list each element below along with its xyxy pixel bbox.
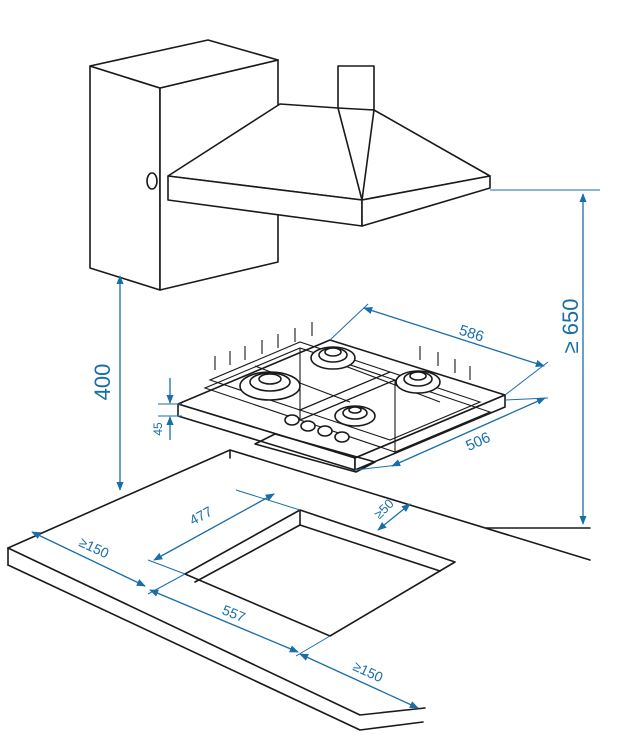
knob-1 [284,414,300,426]
knob-2 [300,420,316,432]
countertop [7,449,591,731]
burner-right [395,370,441,394]
label-cutout-depth: 477 [187,503,215,528]
label-clearance: 400 [90,364,115,401]
countertop-front-edge [7,547,426,716]
dim-line-cutout-width [149,589,299,653]
countertop-bottom-edge [7,564,424,731]
dim-line-hob-width [391,397,546,467]
chimney-hood [167,65,491,227]
label-hob-thickness: 45 [151,422,165,436]
cabinet-front-face [89,65,161,291]
dim-line-back-margin [377,503,411,531]
hood-chimney [337,65,375,111]
label-side-margin-left: ≥150 [77,534,112,562]
dim-line-side-left [31,531,146,587]
label-side-margin-right: ≥150 [351,658,386,686]
burner-left [239,371,301,401]
dimension-lines [31,189,600,709]
cabinet-knob [146,172,158,190]
cabinet-top-face [89,39,279,89]
control-knobs [284,414,350,443]
burners [239,346,441,427]
burner-front [334,405,376,427]
burner-rear [310,346,356,370]
label-hood-height: ≥ 650 [558,299,583,354]
knob-3 [317,425,333,437]
label-hob-depth: 586 [457,322,486,346]
dim-line-cutout-depth [153,493,275,561]
gas-hob [177,322,506,473]
hob-underbody [254,433,376,473]
dim-line-hob-depth [363,307,545,367]
dim-line-side-right [299,653,419,709]
knob-4 [334,431,350,443]
wall-cabinet [89,39,279,291]
hood-side-rim [361,175,491,227]
